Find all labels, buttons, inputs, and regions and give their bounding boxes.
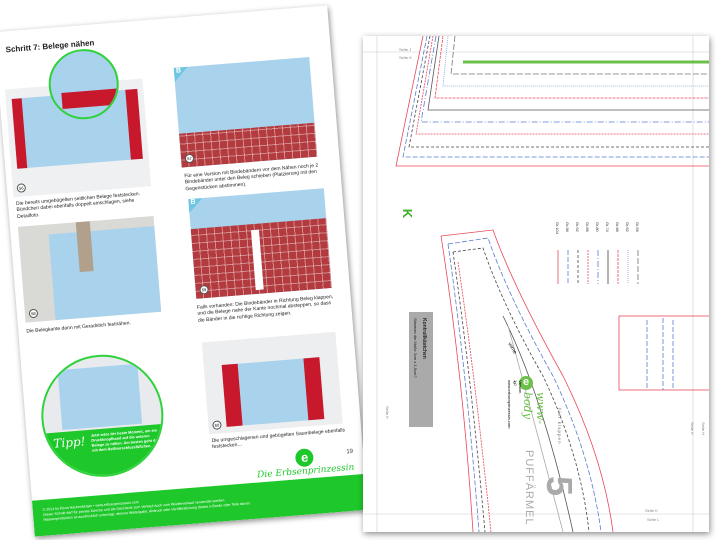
instruction-page: Schritt 7: Belege nähen 56 Die bereits u… — [0, 5, 368, 537]
footer: © 2014 by Rena Hackenberger • www.erbsen… — [31, 473, 368, 537]
size-legend-label: Gr.56 — [635, 222, 640, 232]
step-photo-57: B 57 — [173, 57, 318, 168]
size-legend-label: Gr.68 — [615, 222, 620, 232]
fold-label: hier klappen — [557, 408, 562, 445]
logo-icon: e — [294, 447, 315, 468]
size-legend-label: Gr.92 — [575, 222, 580, 232]
step-number: 56 — [16, 183, 27, 193]
brand-logo-icon: e — [519, 376, 533, 390]
pattern-page: Seite J Seite K Seite K Seite K Seite H … — [363, 36, 709, 532]
version-b-badge: B — [188, 198, 204, 214]
step-number: 60 — [212, 420, 222, 430]
page-label: Seite L — [647, 517, 660, 522]
size-legend-label: Gr.104 — [555, 222, 560, 235]
page-label: Seite H — [701, 422, 706, 436]
step-photo-58: 58 — [17, 216, 162, 323]
page-label: Seite K — [645, 508, 658, 513]
pattern-lines — [363, 36, 709, 532]
tip-circle: Tipp! Jetzt wäre der beste Moment, um ei… — [36, 350, 169, 482]
size-legend-label: Gr.98 — [565, 222, 570, 232]
page-label: Seite K — [385, 406, 390, 419]
step-photo-60: 60 — [201, 331, 343, 435]
size-legend-label: Gr.74 — [605, 222, 610, 232]
step-caption: Für eine Version mit Bindebändern vor de… — [184, 162, 319, 192]
part-number: 5 — [539, 476, 580, 497]
step-caption: Falls vorhanden: Die Bindebänder in Rich… — [196, 293, 334, 324]
piece-letter: K — [400, 208, 416, 219]
page-label: Seite J — [399, 47, 412, 52]
page-label: Seite K — [399, 55, 412, 60]
version-b-badge: B — [173, 66, 189, 82]
page-label: Seite K — [690, 422, 695, 435]
tip-label: Tipp! — [52, 434, 86, 451]
part-name: PUFFÄRMEL — [523, 450, 535, 526]
size-legend-label: Gr.62 — [625, 222, 630, 232]
step-number: 58 — [28, 308, 39, 319]
size-legend-label: Gr.86 — [585, 222, 590, 232]
size-legend-label: Gr.80 — [595, 222, 600, 232]
step-photo-59: B 59 — [188, 188, 332, 299]
control-box: Kontrollkästchen Stimmen die Maße 3cm x … — [409, 312, 433, 427]
